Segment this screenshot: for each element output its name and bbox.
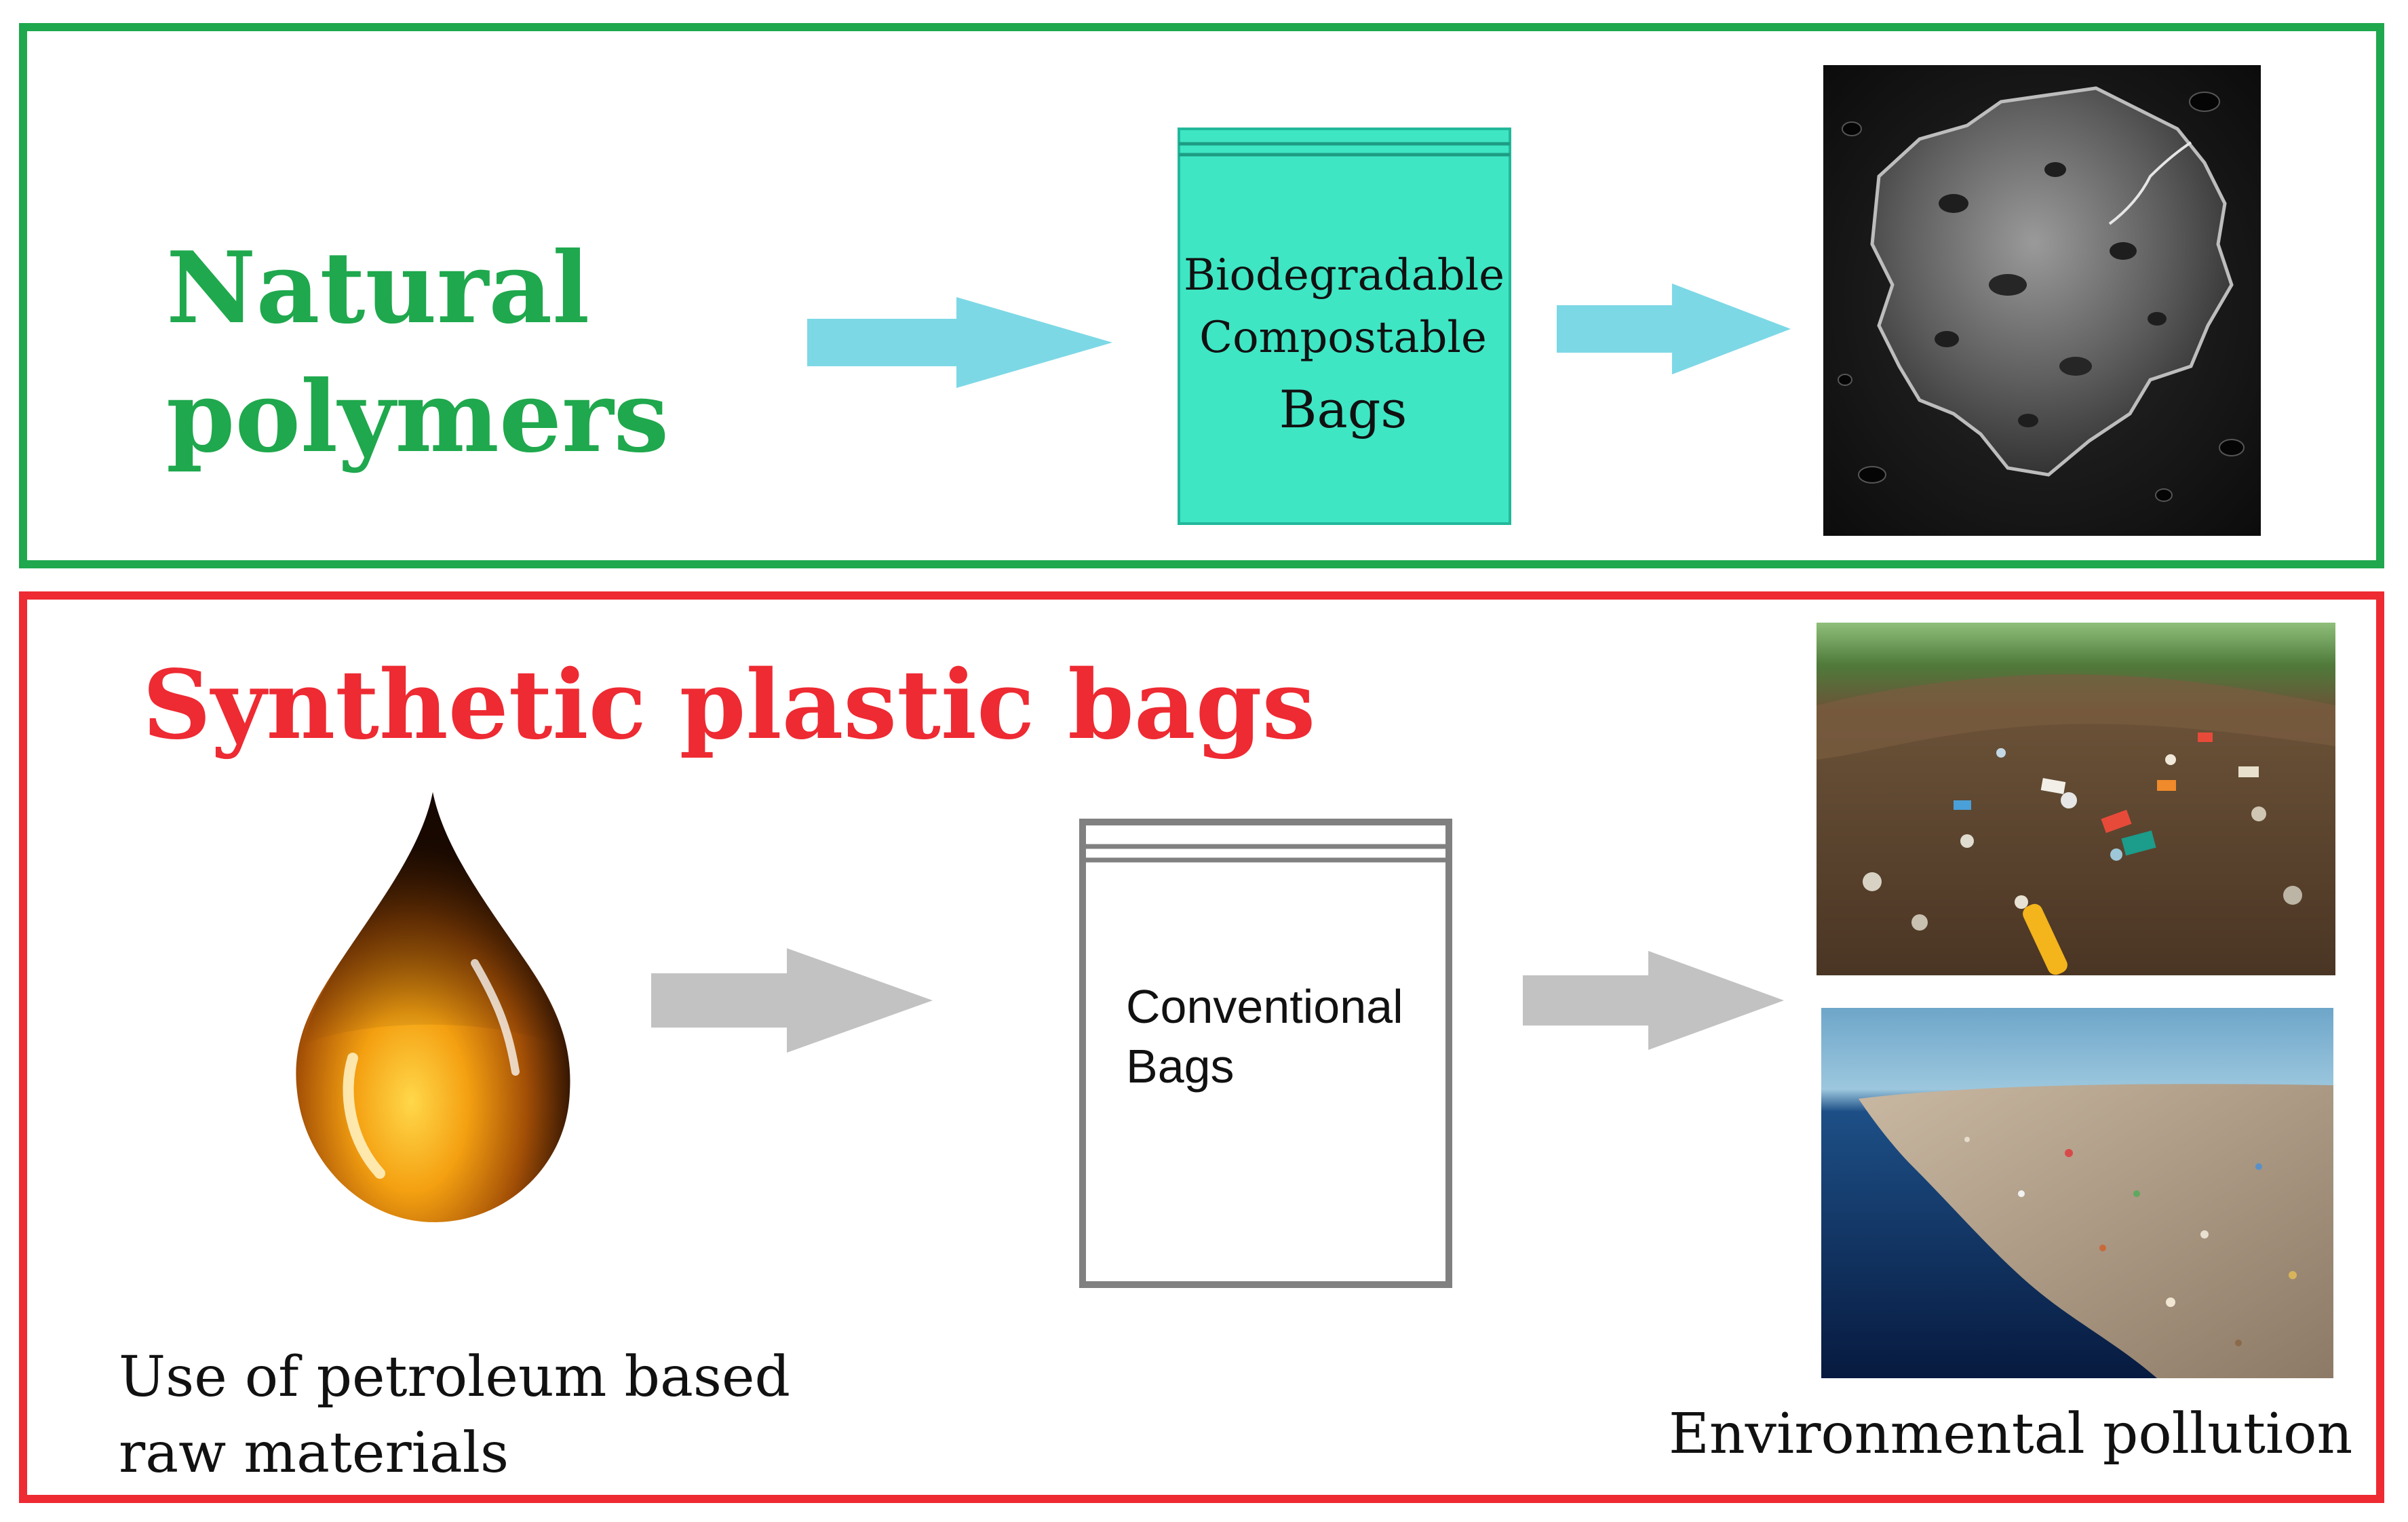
- natural-title-line1: Natural: [166, 231, 590, 346]
- bio-label-line3: Bags: [1279, 379, 1407, 440]
- synthetic-panel: [19, 591, 2384, 1503]
- petro-label-line2: raw materials: [119, 1421, 509, 1485]
- biodegradable-bag-icon: [1178, 128, 1511, 525]
- arrow-right-icon: [1523, 951, 1784, 1050]
- bio-label-line2: Compostable: [1199, 313, 1487, 363]
- bio-label-line1: Biodegradable: [1184, 250, 1505, 300]
- degraded-particle-micrograph: [1823, 65, 2261, 536]
- arrow-right-icon: [1557, 284, 1791, 374]
- arrow-right-icon: [807, 297, 1112, 388]
- natural-panel: [19, 23, 2384, 568]
- synthetic-plastic-bags-title: Synthetic plastic bags: [142, 650, 1316, 761]
- natural-polymers-title: Natural polymers: [166, 224, 669, 482]
- conv-label-line1: Conventional: [1126, 980, 1403, 1033]
- arrow-right-icon: [651, 948, 933, 1053]
- conv-label-line2: Bags: [1126, 1040, 1235, 1093]
- oil-drop-icon: [296, 792, 570, 1222]
- biodegradable-bag-label: Biodegradable Compostable Bags: [1184, 244, 1505, 450]
- conventional-bag-icon: [1079, 819, 1452, 1288]
- petroleum-raw-materials-label: Use of petroleum based raw materials: [119, 1340, 790, 1491]
- ocean-plastic-debris: [1821, 1008, 2333, 1378]
- environmental-pollution-label: Environmental pollution: [1669, 1402, 2353, 1466]
- natural-title-line2: polymers: [166, 359, 669, 475]
- soil-plastic-debris: [1817, 623, 2335, 975]
- petro-label-line1: Use of petroleum based: [119, 1345, 790, 1409]
- conventional-bag-label: Conventional Bags: [1126, 977, 1403, 1096]
